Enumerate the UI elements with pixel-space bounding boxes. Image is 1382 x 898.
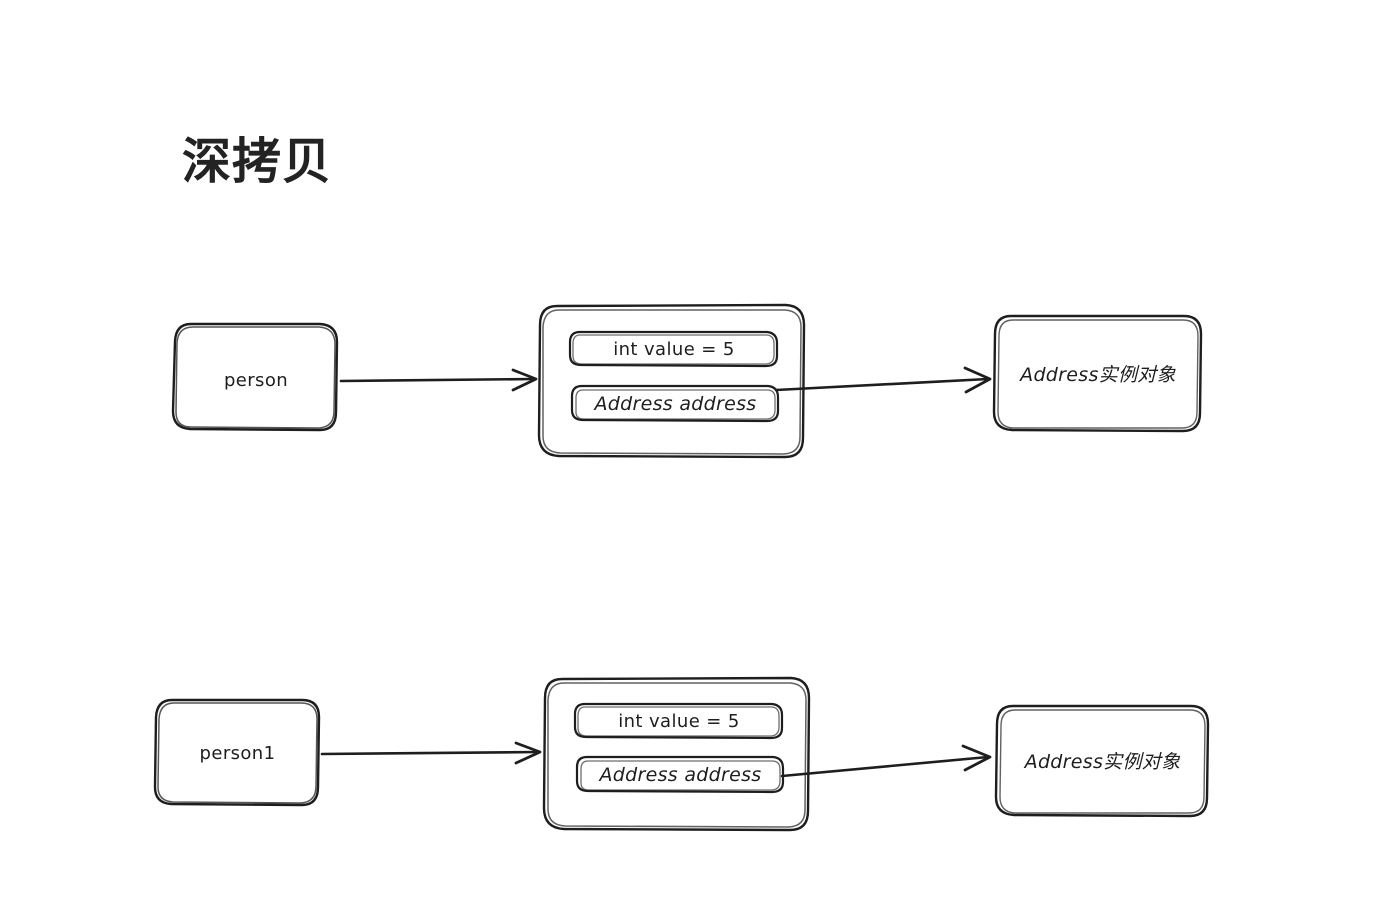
person1-box-label[interactable]: person1: [199, 742, 276, 764]
address-to-address-object-arrow-top: [774, 366, 992, 394]
field-address-label-bottom[interactable]: Address address: [599, 763, 762, 786]
field-address-label-top[interactable]: Address address: [594, 392, 757, 415]
field-int-value-shape-bottom: [573, 702, 784, 740]
field-address-shape-bottom: [575, 755, 785, 794]
field-int-value-shape-top: [568, 330, 779, 368]
field-int-value-label-bottom[interactable]: int value = 5: [618, 710, 740, 732]
person-box-label[interactable]: person: [223, 369, 289, 391]
field-address-shape-top: [570, 384, 780, 423]
object-box-shape-top: [537, 303, 806, 459]
address-object-box-shape-top: [992, 314, 1203, 433]
person1-box-shape: [153, 698, 321, 807]
page-title: 深拷贝: [182, 133, 333, 190]
address-object-label-bottom[interactable]: Address实例对象: [1024, 750, 1181, 773]
person1-to-object-arrow: [320, 741, 542, 765]
object-box-shape-bottom: [542, 676, 811, 832]
person-box-shape: [171, 322, 339, 432]
address-object-label-top[interactable]: Address实例对象: [1020, 363, 1176, 386]
address-object-box-shape-bottom: [994, 704, 1210, 818]
person-to-object-arrow: [339, 368, 538, 392]
address-to-address-object-arrow-bottom: [780, 744, 992, 778]
field-int-value-label-top[interactable]: int value = 5: [613, 338, 735, 360]
